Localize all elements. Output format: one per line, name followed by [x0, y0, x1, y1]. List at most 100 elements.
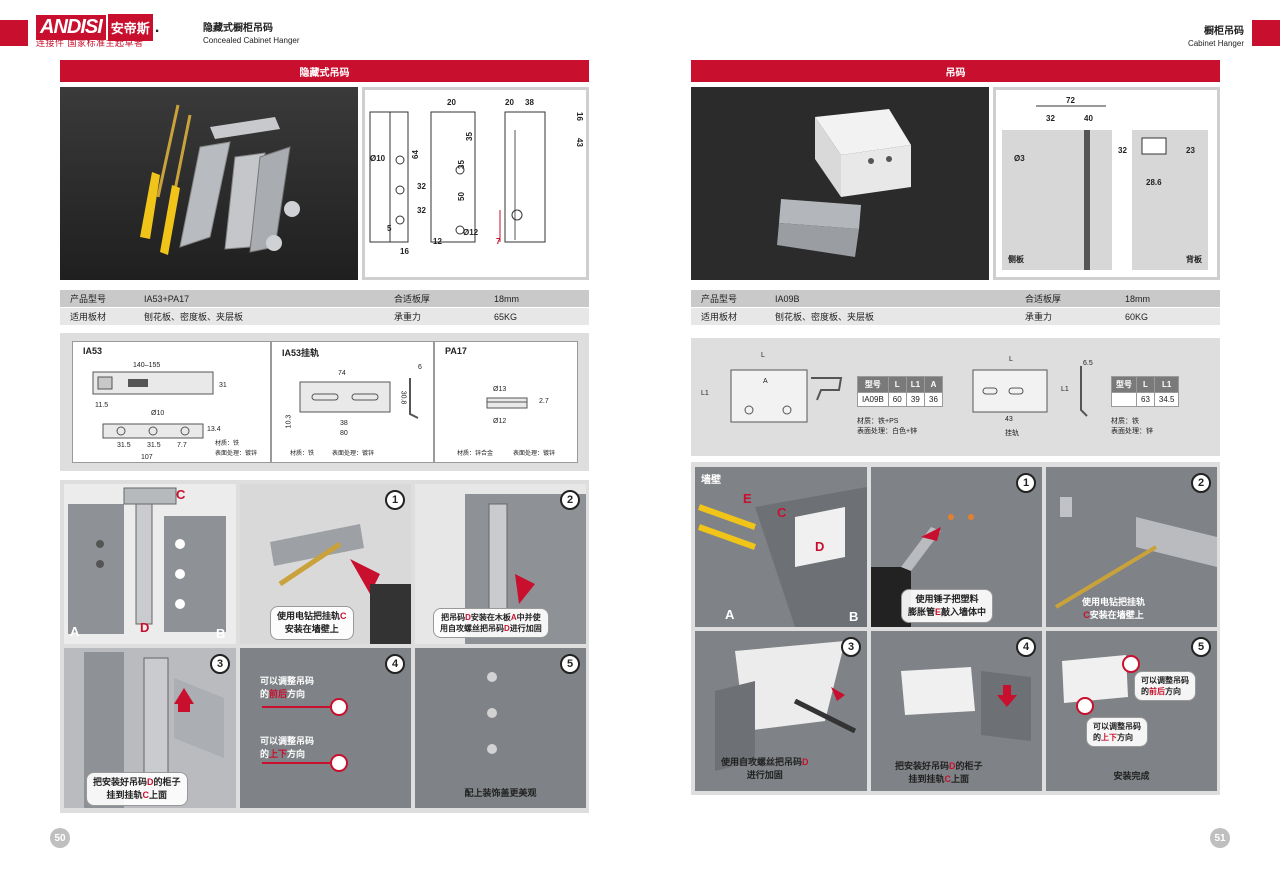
step1-number: 1 [385, 490, 405, 510]
t2-c1: 63 [1136, 392, 1155, 407]
spec-load-value: 65KG [494, 311, 518, 322]
r-dim-32a: 32 [1046, 114, 1055, 123]
step5-caption: 配上装饰盖更美观 [464, 788, 537, 798]
r-step2-number: 2 [1191, 473, 1211, 493]
dim-o12: Ø12 [463, 228, 479, 237]
step4-pointer-2 [262, 762, 330, 764]
ia09b-dim-table: 型号 L L1 A IA09B 60 39 36 [857, 376, 943, 407]
right-page-number: 51 [1210, 828, 1230, 848]
r-step5-t1a: 可以调整吊码 [1141, 676, 1189, 685]
right-step-5: 5 可以调整吊码 的前后方向 可以调整吊码 的上下方向 安装完成 [1046, 631, 1217, 791]
r-b-dim-43: 43 [1005, 416, 1013, 423]
step4-t1c: 方向 [287, 689, 306, 699]
left-spec-row-2: 适用板材 刨花板、密度板、夹层板 承重力 65KG [60, 308, 589, 325]
brand-logo: ANDISI 安帝斯 . [36, 14, 159, 41]
r-step3-caption: 使用自攻螺丝把吊码D 进行加固 [715, 753, 815, 785]
r-step4-cap-hl2: C [944, 774, 952, 784]
left-tech-drawing: 20 20 38 16 43 35 64 Ø10 35 32 50 32 Ø12… [362, 87, 589, 280]
r-step0-letter-c: C [777, 505, 787, 520]
right-step-2: 2 使用电钻把挂轨 C安装在墙壁上 [1046, 467, 1217, 627]
concealed-hanger-photo [60, 87, 358, 280]
r-step3-cap-hl: D [802, 757, 809, 767]
ia53-dim-8: 107 [141, 454, 153, 461]
step2-number: 2 [560, 490, 580, 510]
r-b-dim-l1: L1 [1061, 386, 1069, 393]
r-step1-cap-c: 敲入墙体中 [941, 607, 987, 617]
r-step4-cap-c: 挂到挂轨 [908, 774, 945, 784]
r-step4-illustration [901, 667, 1031, 741]
step1-cap-hl: C [340, 611, 347, 621]
step0-letter-b: B [216, 626, 226, 641]
pa17-dim-2: Ø12 [493, 418, 507, 425]
dim-cell-pa17: PA17 Ø13 2.7 Ø12 材质：锌合金 表面处理：镀锌 [434, 341, 578, 463]
step4-pointer-1 [262, 706, 330, 708]
right-spec-row-2: 适用板材 刨花板、密度板、夹层板 承重力 60KG [691, 308, 1220, 325]
r-spec-model-value: IA09B [775, 293, 800, 304]
r-step2-cap-hl: C [1083, 610, 1090, 620]
step2-cap-a: 把吊码 [441, 613, 466, 622]
r-step1-caption: 使用锤子把塑料 膨胀管E敲入墙体中 [901, 589, 994, 623]
r-b-dim-65: 6.5 [1083, 360, 1093, 367]
cover-cap-icon [284, 201, 300, 217]
r-step4-cap-b: 的柜子 [955, 761, 983, 771]
right-step-4: 4 把安装好吊码D的柜子 挂到挂轨C上面 [871, 631, 1042, 791]
cabinet-hanger-dimension-drawing [1002, 105, 1208, 270]
r-spec-board-label: 适用板材 [701, 312, 738, 322]
step0-illustration [68, 487, 226, 634]
adjust-screw-icon [1122, 655, 1140, 673]
ia53-dim-1: 31 [219, 382, 227, 389]
dim-64: 64 [410, 150, 420, 159]
spec-load-label: 承重力 [394, 312, 422, 322]
dim-35a: 35 [464, 132, 474, 141]
r-step0-letter-e: E [743, 491, 752, 506]
step4-number: 4 [385, 654, 405, 674]
left-edge-tab [0, 20, 28, 46]
right-edge-tab [1252, 20, 1280, 46]
rail-dim-table: 型号 L L1 63 34.5 [1111, 376, 1180, 407]
dim-7: 7 [496, 237, 501, 246]
right-step-3: 3 使用自攻螺丝把吊码D 进行加固 [695, 631, 867, 791]
dim-43: 43 [574, 138, 584, 147]
right-page-header: 橱柜吊码 Cabinet Hanger [1188, 22, 1244, 48]
brand-slogan: 连接件 国家标准主起草者 [36, 38, 144, 48]
cell-title-ia53: IA53 [83, 346, 103, 356]
r-step2-cap-b: 安装在墙壁上 [1089, 610, 1144, 620]
r-step4-number: 4 [1016, 637, 1036, 657]
r-a-dim-l1: L1 [701, 390, 709, 397]
t1-h0: 型号 [857, 376, 889, 393]
r-b-surface: 表面处理：锌 [1111, 428, 1153, 435]
step2-cap-hl1: D [465, 613, 471, 622]
step2-cap-hl2: A [510, 613, 517, 622]
r-a-material: 材质：铁+PS [857, 418, 899, 425]
dim-20b: 20 [505, 98, 514, 107]
r-a-dim-l: L [761, 352, 765, 359]
spec-board-value: 刨花板、密度板、夹层板 [144, 312, 244, 322]
r-step5-t2hl: 上下 [1101, 733, 1117, 742]
ia53-surface: 表面处理：镀锌 [215, 451, 258, 457]
r-step5-t1hl: 前后 [1149, 687, 1165, 696]
ia53-dim-3: Ø10 [151, 410, 165, 417]
r-step5-note-1: 可以调整吊码 的前后方向 [1134, 671, 1196, 701]
r-step2-cap-a: 使用电钻把挂轨 [1082, 597, 1146, 607]
step4-t1a: 可以调整吊码 [260, 676, 315, 686]
spec-model-value: IA53+PA17 [144, 293, 190, 304]
r-step0-letter-a: A [725, 607, 735, 622]
t2-h2: L1 [1153, 376, 1180, 393]
spec-thickness-value: 18mm [494, 293, 520, 304]
r-step1-cap-a: 使用锤子把塑料 [915, 594, 979, 604]
spec-thickness-label: 合适板厚 [394, 294, 431, 304]
pa17-dim-0: Ø13 [493, 386, 507, 393]
left-header-en: Concealed Cabinet Hanger [203, 36, 300, 45]
logo-dot: . [154, 18, 160, 36]
r-step4-cap-hl1: D [949, 761, 956, 771]
step4-t2c: 方向 [287, 749, 306, 759]
left-step-0: C A D B [64, 484, 236, 644]
dim-35b: 35 [456, 160, 466, 169]
step4-t2a: 可以调整吊码 [260, 736, 315, 746]
step3-cap-d: 上面 [149, 790, 168, 800]
step2-cap-e: 进行加固 [509, 624, 542, 633]
hanger-dimension-drawing [369, 111, 546, 243]
step3-caption: 把安装好吊码D的柜子 挂到挂轨C上面 [86, 772, 188, 806]
t2-c2: 34.5 [1153, 392, 1180, 407]
r-step5-caption: 安装完成 [1113, 771, 1150, 781]
